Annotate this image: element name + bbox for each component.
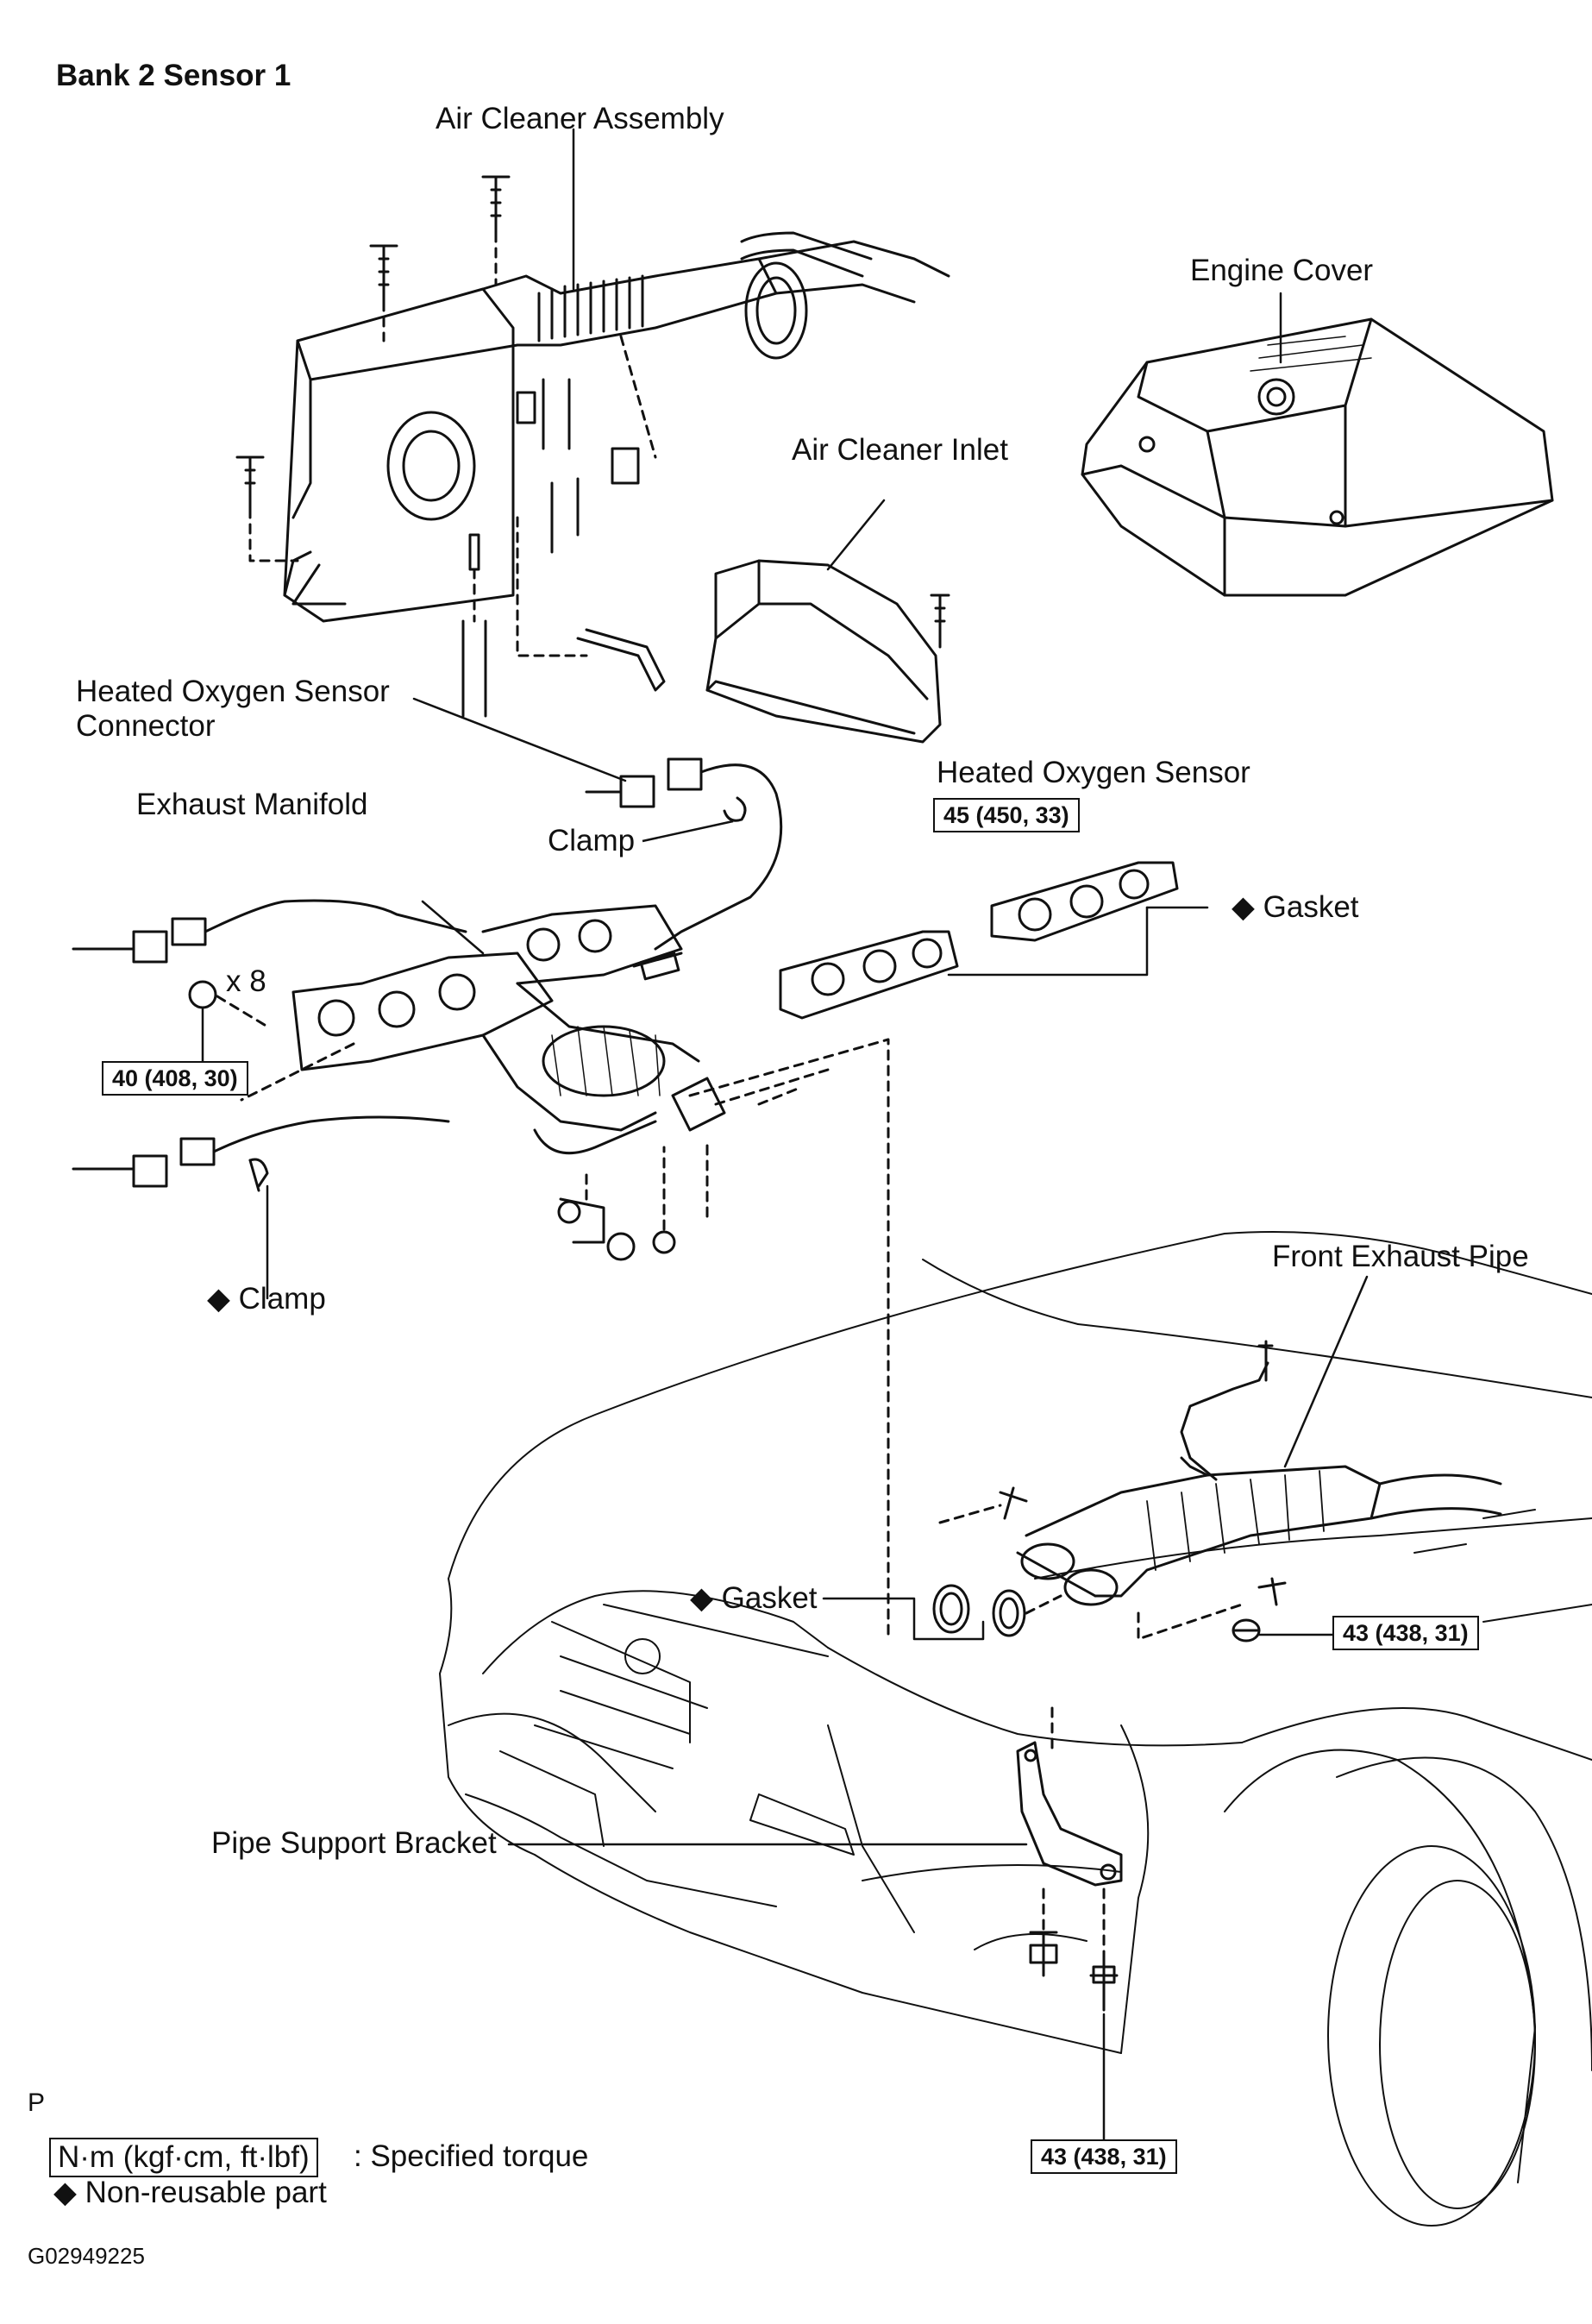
engine-cover-drawing [1081, 292, 1554, 597]
ho2s-connectors-drawing [72, 697, 783, 1188]
label-view-marker: P [28, 2088, 46, 2117]
label-air-cleaner-inlet: Air Cleaner Inlet [792, 433, 1008, 467]
legend-torque-desc: : Specified torque [354, 2139, 589, 2173]
manifold-gaskets-drawing [779, 861, 1209, 1020]
diagram-heading: Bank 2 Sensor 1 [56, 59, 291, 92]
label-ho2s-connector-line2: Connector [76, 709, 216, 743]
figure-id: G02949225 [28, 2243, 145, 2269]
label-engine-cover: Engine Cover [1190, 254, 1374, 287]
label-ho2s-connector-line1: Heated Oxygen Sensor [76, 675, 390, 708]
label-gasket-front: ◆ Gasket [690, 1581, 818, 1615]
exhaust-manifold-drawing [188, 900, 890, 1641]
air-cleaner-assembly-drawing [235, 128, 950, 718]
air-cleaner-inlet-drawing [705, 499, 950, 744]
label-air-cleaner-assembly: Air Cleaner Assembly [436, 102, 724, 135]
label-heated-oxygen-sensor: Heated Oxygen Sensor [937, 756, 1250, 789]
vehicle-body-outline [439, 1231, 1592, 2227]
torque-spec-manifold-nuts: 40 (408, 30) [102, 1061, 248, 1096]
torque-spec-bracket-bolt: 43 (438, 31) [1031, 2139, 1177, 2174]
pipe-support-bracket-drawing [507, 1706, 1123, 2141]
label-clamp-upper: Clamp [548, 824, 636, 857]
front-exhaust-pipe-drawing [822, 1275, 1502, 1643]
label-front-exhaust-pipe: Front Exhaust Pipe [1272, 1240, 1529, 1273]
label-exhaust-manifold: Exhaust Manifold [136, 788, 368, 821]
label-pipe-support-bracket: Pipe Support Bracket [211, 1826, 497, 1860]
legend-non-reusable: ◆ Non-reusable part [53, 2176, 327, 2209]
label-gasket-right: ◆ Gasket [1232, 890, 1359, 924]
torque-spec-front-pipe-bolts: 43 (438, 31) [1332, 1616, 1479, 1650]
label-clamp-lower: ◆ Clamp [207, 1282, 326, 1316]
legend-torque-unit: N·m (kgf·cm, ft·lbf) [49, 2138, 318, 2177]
torque-spec-ho2s: 45 (450, 33) [933, 798, 1080, 832]
label-nut-count: x 8 [226, 964, 266, 998]
